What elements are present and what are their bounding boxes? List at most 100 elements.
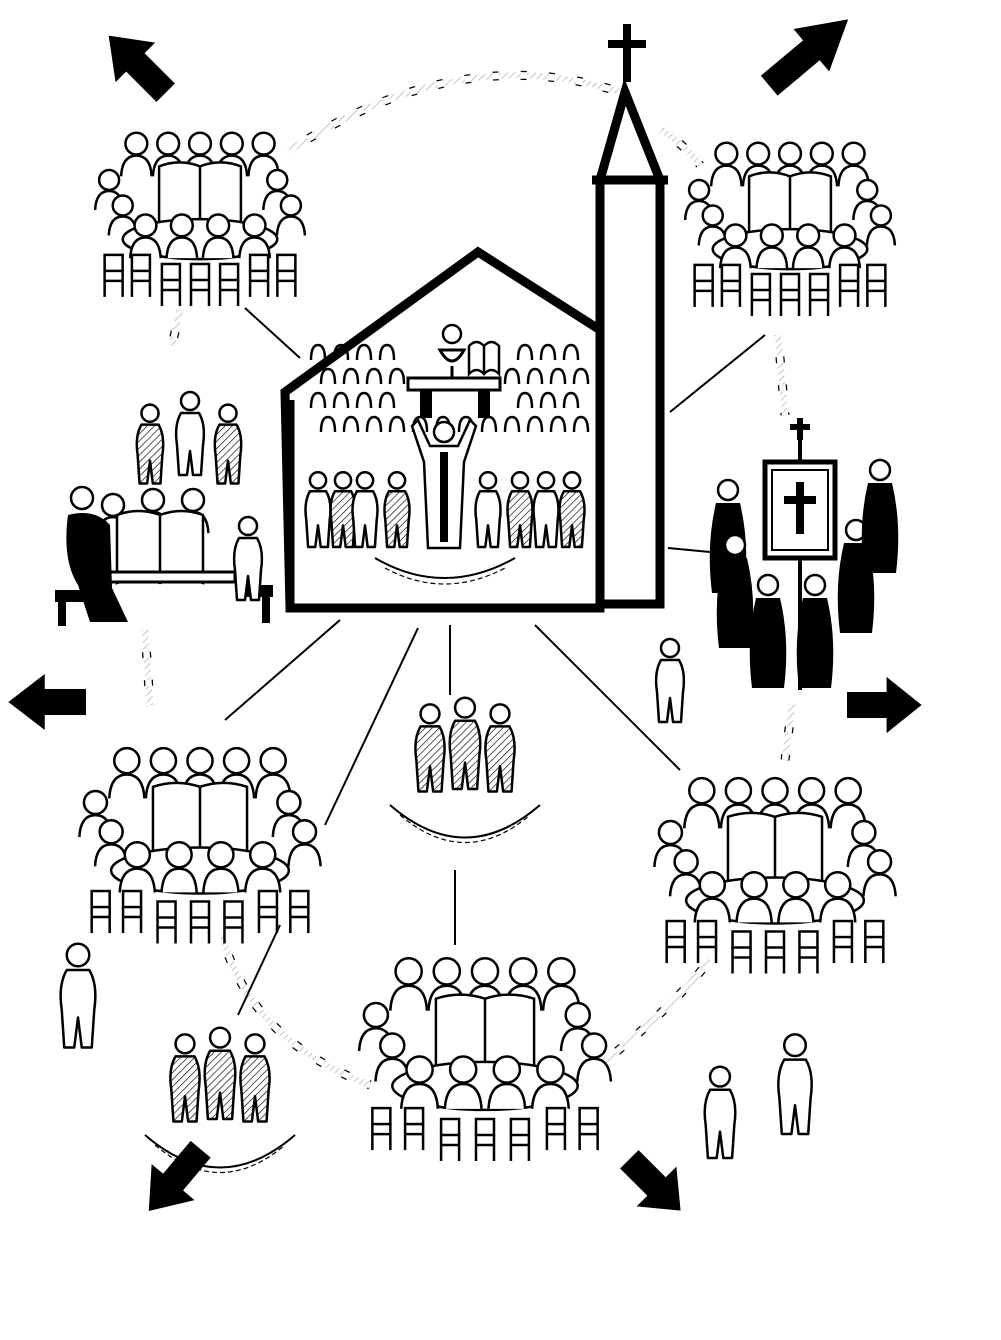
person-icon xyxy=(107,194,138,236)
person-icon xyxy=(319,415,337,433)
person-icon xyxy=(355,343,373,361)
dashed-link xyxy=(660,127,703,167)
person-icon xyxy=(108,746,146,799)
person-icon xyxy=(201,213,235,259)
cross-icon xyxy=(608,24,646,82)
person-icon xyxy=(119,131,153,177)
person-icon xyxy=(516,391,534,409)
person-icon xyxy=(239,1033,271,1123)
person-icon xyxy=(749,573,787,688)
person-icon xyxy=(275,194,307,236)
bible-circle xyxy=(357,957,613,1161)
standing-trio xyxy=(144,1026,296,1173)
arc xyxy=(374,557,516,579)
person-icon xyxy=(683,776,721,829)
person-icon xyxy=(329,471,357,549)
chair-icon xyxy=(156,900,177,944)
chair-icon xyxy=(257,889,279,934)
person-icon xyxy=(160,840,198,893)
person-icon xyxy=(243,840,282,893)
chair-icon xyxy=(439,1117,461,1161)
chair-icon xyxy=(578,1106,599,1151)
person-icon xyxy=(709,141,743,187)
arc xyxy=(144,1134,296,1169)
person-icon xyxy=(414,703,446,793)
chair-icon xyxy=(55,590,95,602)
person-icon xyxy=(572,367,590,385)
person-icon xyxy=(716,533,754,648)
person-icon xyxy=(530,1055,571,1109)
person-icon xyxy=(59,942,97,1049)
links-layer xyxy=(139,69,798,1091)
dashed-link xyxy=(287,69,622,155)
person-icon xyxy=(355,391,373,409)
person-icon xyxy=(503,415,521,433)
person-icon xyxy=(828,223,862,269)
person-icon xyxy=(526,367,544,385)
chair-icon xyxy=(864,919,885,964)
person-icon xyxy=(539,391,557,409)
bible-table-group xyxy=(55,390,273,626)
person-icon xyxy=(247,131,281,177)
person-icon xyxy=(238,213,272,259)
chair-icon xyxy=(731,930,752,974)
arc xyxy=(154,1144,286,1173)
arc xyxy=(399,814,531,843)
person-icon xyxy=(865,204,897,246)
table-icon xyxy=(121,217,279,261)
chair-icon xyxy=(121,889,143,934)
person-icon xyxy=(174,390,206,477)
person-icon xyxy=(576,1032,613,1082)
bible-circle xyxy=(653,776,897,974)
chair-icon xyxy=(764,930,786,974)
chair-icon xyxy=(474,1117,496,1161)
dashed-link xyxy=(782,704,795,761)
person-icon xyxy=(135,403,165,485)
celebrant xyxy=(374,417,516,585)
church-steeple xyxy=(595,78,665,609)
chair-icon xyxy=(130,253,152,297)
table-icon xyxy=(391,1060,579,1112)
person-icon xyxy=(862,849,897,897)
person-icon xyxy=(388,415,406,433)
dashed-link xyxy=(142,629,153,706)
person-icon xyxy=(852,178,883,221)
solid-link xyxy=(667,547,711,553)
arrow-icon xyxy=(760,19,849,96)
person-icon xyxy=(169,1033,201,1123)
table-icon xyxy=(711,227,869,271)
person-icon xyxy=(549,415,567,433)
person-icon xyxy=(378,391,396,409)
person-icon xyxy=(213,403,243,485)
person-icon xyxy=(287,819,322,867)
person-icon xyxy=(319,367,337,385)
book-icon xyxy=(467,340,501,378)
arrow-icon xyxy=(108,35,175,102)
person-icon xyxy=(693,870,732,923)
person-icon xyxy=(549,367,567,385)
solid-link xyxy=(669,334,766,413)
person-icon xyxy=(796,573,834,688)
chair-icon xyxy=(779,272,801,316)
nodes-layer xyxy=(55,24,899,1173)
person-icon xyxy=(484,703,516,793)
person-icon xyxy=(351,471,379,549)
solid-link xyxy=(224,619,341,721)
person-icon xyxy=(118,840,157,893)
altar xyxy=(406,376,502,418)
person-icon xyxy=(487,1055,527,1109)
dashed-link xyxy=(288,72,621,153)
person-icon xyxy=(448,696,482,791)
chair-icon xyxy=(693,263,714,307)
arrow-icon xyxy=(148,1140,211,1212)
chair-icon xyxy=(750,272,772,316)
person-icon xyxy=(474,471,502,549)
person-icon xyxy=(791,223,825,269)
person-icon xyxy=(309,391,327,409)
person-icon xyxy=(365,415,383,433)
chair-icon xyxy=(866,263,887,307)
dashed-link xyxy=(169,309,183,346)
chair-icon xyxy=(218,262,240,306)
person-icon xyxy=(399,1055,440,1109)
table-icon xyxy=(684,876,866,925)
